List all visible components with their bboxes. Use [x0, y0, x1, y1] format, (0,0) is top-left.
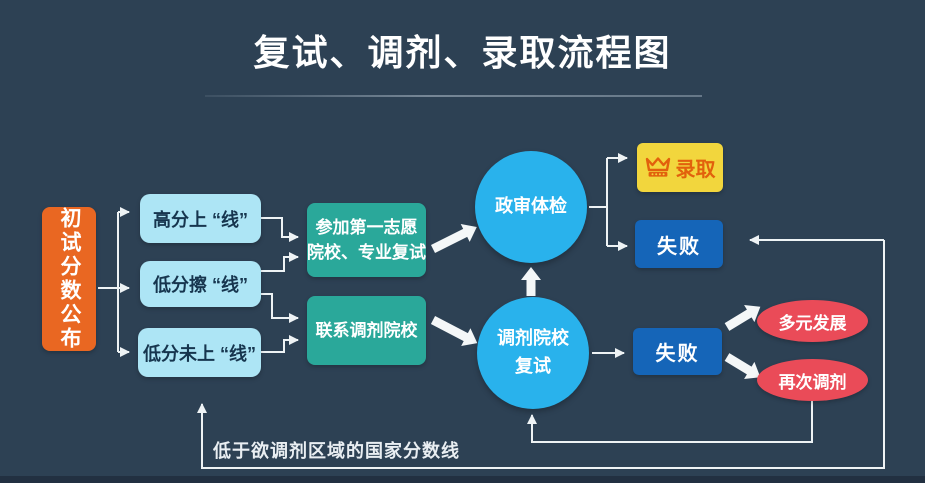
block-arrows [430, 223, 761, 380]
thick-arrow-firstchoice-to-check [430, 223, 477, 254]
loop-to-below-line [197, 240, 885, 469]
node-admitted: 录取 [637, 143, 723, 192]
thick-arrow-fail-to-readjust [724, 353, 761, 380]
arrow-borderline-to-adjustment [261, 293, 299, 323]
arrow-borderline-to-firstchoice [261, 252, 299, 272]
thick-arrow-fail-to-diversified [724, 304, 761, 331]
node-adjustment-school-retest: 调剂院校 复试 [477, 297, 589, 409]
thick-arrow-retest-to-check [521, 267, 541, 296]
node-high-score: 高分上 “线” [140, 194, 261, 243]
node-fail-after-retest: 失败 [633, 328, 722, 375]
thick-arrow-adjustment-to-retest [430, 316, 478, 347]
node-fail-after-check: 失败 [635, 220, 723, 268]
arrow-high-to-firstchoice [261, 217, 299, 242]
feedback-note: 低于欲调剂区域的国家分数线 [213, 441, 460, 461]
node-initial-score-announcement: 初试分数公布 [42, 207, 96, 351]
node-borderline-score: 低分擦 “线” [140, 261, 261, 307]
title-divider [205, 95, 702, 97]
loop-readjust-to-retest [527, 401, 813, 443]
page-title: 复试、调剂、录取流程图 [253, 32, 672, 73]
node-diversified-development: 多元发展 [757, 300, 868, 342]
node-political-physical-check: 政审体检 [475, 151, 587, 263]
admitted-label: 录取 [675, 159, 716, 181]
thin-connectors [98, 153, 885, 469]
node-contact-adjustment: 联系调剂院校 [307, 296, 426, 365]
node-readjust: 再次调剂 [757, 359, 868, 401]
arrow-below-to-adjustment [261, 335, 299, 353]
bottom-bar [0, 476, 925, 483]
node-below-line-score: 低分未上 “线” [138, 328, 261, 377]
crown-icon [645, 156, 670, 177]
node-first-choice-retest: 参加第一志愿 院校、专业复试 [307, 203, 426, 277]
